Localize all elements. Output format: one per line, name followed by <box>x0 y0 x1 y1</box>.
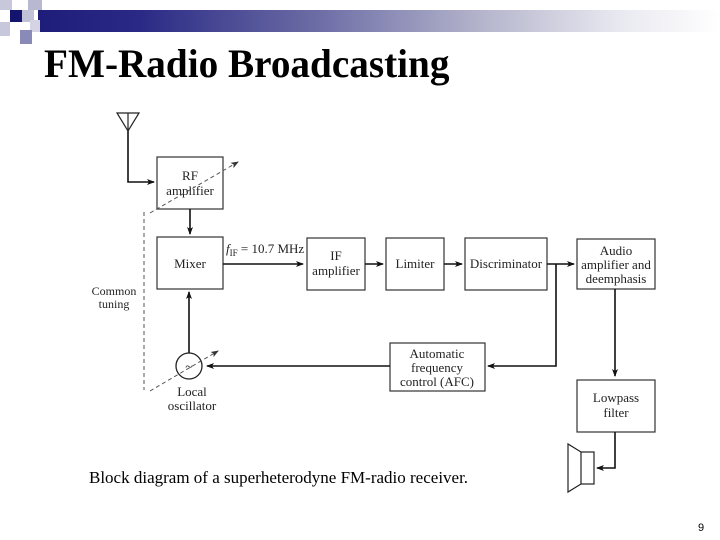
mixer-block: Mixer <box>156 236 224 290</box>
audio-amplifier-label-3: deemphasis <box>586 271 647 286</box>
rf-amplifier-block: RF amplifier <box>156 156 224 210</box>
rf-amplifier-label-1: RF <box>182 168 198 183</box>
afc-label-3: control (AFC) <box>400 374 474 389</box>
discriminator-block: Discriminator <box>464 237 548 291</box>
local-oscillator-label-2: oscillator <box>168 398 217 413</box>
if-amplifier-label-1: IF <box>330 248 342 263</box>
slide-title: FM-Radio Broadcasting <box>44 41 450 86</box>
decor-square <box>10 10 22 22</box>
decor-square <box>28 0 42 10</box>
if-amplifier-block: IF amplifier <box>306 237 366 291</box>
header-gradient-bar <box>38 10 720 32</box>
common-tuning-label-1: Common <box>92 284 137 298</box>
limiter-block: Limiter <box>385 237 445 291</box>
decor-square <box>22 10 34 22</box>
if-amplifier-label-2: amplifier <box>312 263 360 278</box>
decor-square <box>0 0 12 10</box>
lowpass-filter-block: Lowpass filter <box>576 379 656 433</box>
audio-amplifier-label-2: amplifier and <box>581 257 651 272</box>
lowpass-label-2: filter <box>603 405 629 420</box>
discriminator-to-afc-wire <box>487 264 557 369</box>
oscillator-icon: ~ <box>175 352 203 380</box>
mixer-label: Mixer <box>174 256 206 271</box>
lowpass-label-1: Lowpass <box>593 390 639 405</box>
afc-block: Automatic frequency control (AFC) <box>389 342 486 392</box>
local-oscillator-label-1: Local <box>177 384 207 399</box>
antenna-to-rf-wire <box>127 131 155 185</box>
discriminator-label: Discriminator <box>470 256 543 271</box>
common-tuning-label-2: tuning <box>99 297 130 311</box>
figure-caption: Block diagram of a superheterodyne FM-ra… <box>89 468 469 487</box>
if-frequency-label: fIF = 10.7 MHz <box>226 241 304 258</box>
antenna-icon <box>115 112 141 133</box>
loudspeaker-icon <box>567 442 595 494</box>
limiter-label: Limiter <box>396 256 436 271</box>
decor-square <box>0 22 10 36</box>
afc-label-1: Automatic <box>410 346 465 361</box>
rf-amplifier-label-2: amplifier <box>166 183 214 198</box>
page-number: 9 <box>698 522 705 534</box>
decor-square <box>30 20 40 32</box>
oscillator-tuning-arrow <box>149 350 219 392</box>
afc-label-2: frequency <box>411 360 463 375</box>
audio-amplifier-block: Audio amplifier and deemphasis <box>576 238 656 290</box>
decor-square <box>20 30 32 44</box>
decor-square <box>12 0 24 10</box>
lowpass-to-speaker-wire <box>596 432 616 471</box>
rf-tuning-arrow <box>149 161 239 214</box>
audio-amplifier-label-1: Audio <box>600 243 633 258</box>
